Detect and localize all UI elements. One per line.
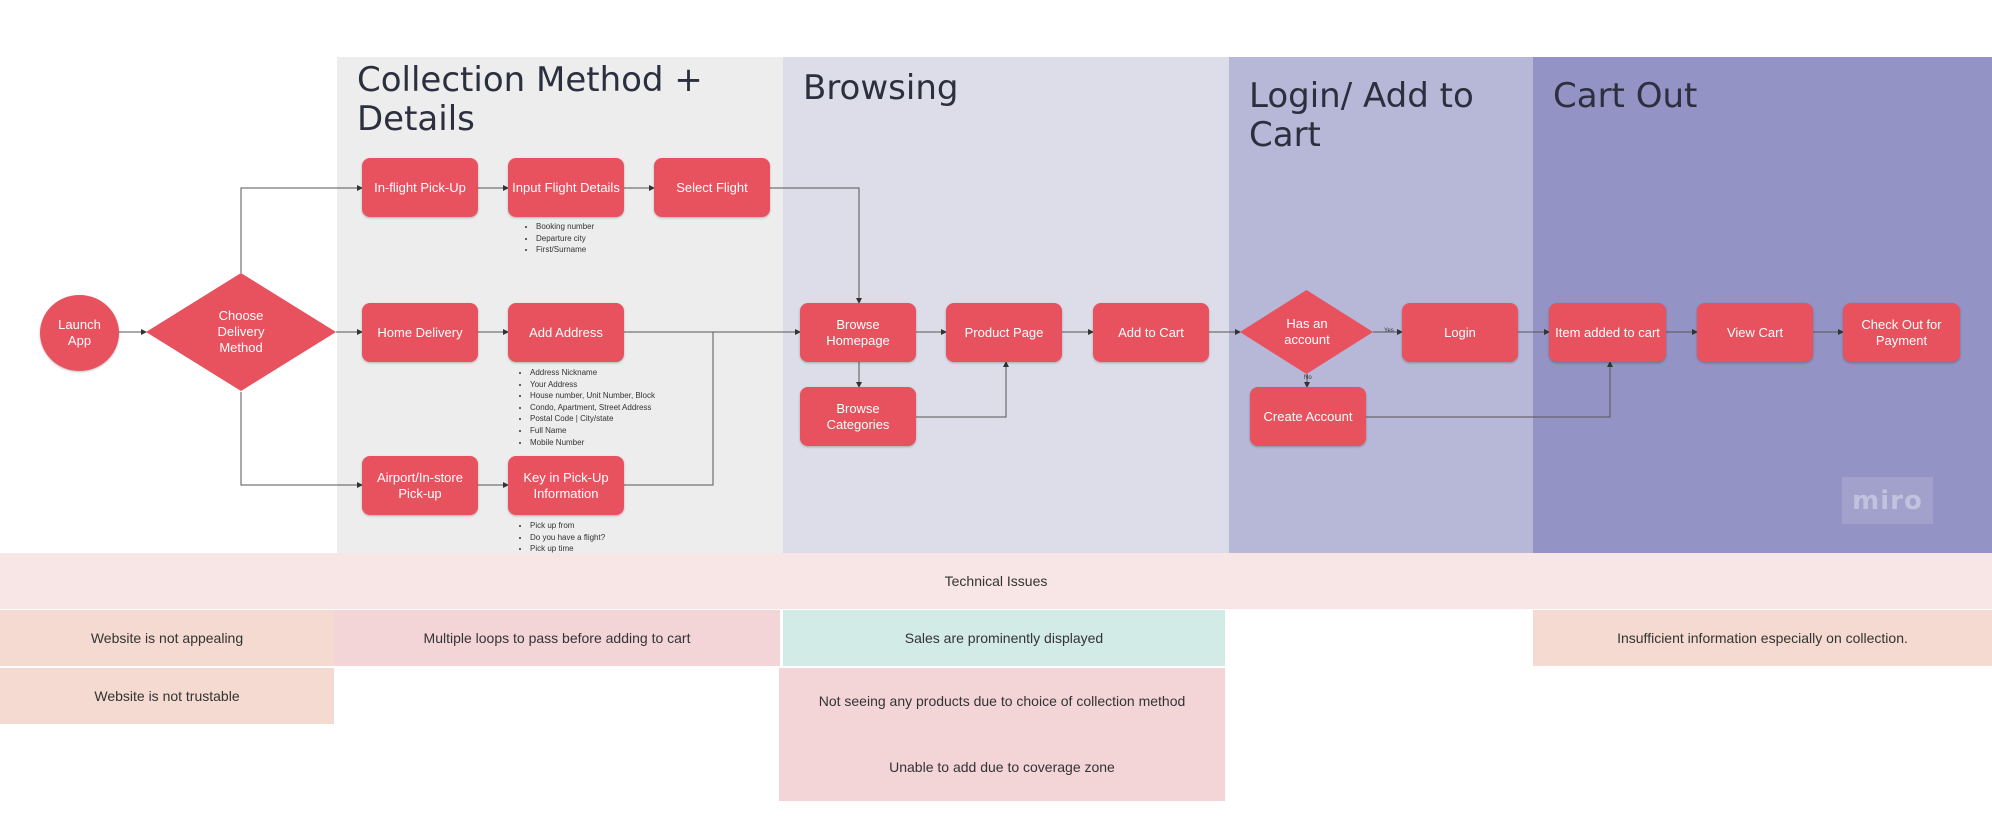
list-item: House number, Unit Number, Block (530, 390, 655, 402)
has-account-label: Has an account (1284, 316, 1330, 347)
pickup-notes: Pick up from Do you have a flight? Pick … (514, 520, 605, 555)
choose-delivery-diamond[interactable] (146, 273, 336, 391)
list-item: Booking number (536, 221, 594, 233)
browse-categories-node[interactable]: Browse Categories (800, 387, 916, 446)
list-item: Departure city (536, 233, 594, 245)
coverage-zone-band: Unable to add due to coverage zone (779, 734, 1225, 801)
list-item: Address Nickname (530, 367, 655, 379)
insufficient-info-band: Insufficient information especially on c… (1533, 610, 1992, 666)
lane-title: Browsing (803, 68, 959, 108)
multiple-loops-band: Multiple loops to pass before adding to … (334, 610, 780, 666)
miro-watermark: miro (1842, 477, 1933, 524)
choose-delivery-label: Choose Delivery Method (217, 308, 265, 355)
view-cart-node[interactable]: View Cart (1697, 303, 1813, 362)
edge-choose-inflight (240, 185, 363, 273)
lane-title: Cart Out (1553, 76, 1698, 116)
key-in-pickup-node[interactable]: Key in Pick-Up Information (508, 456, 624, 515)
sales-displayed-band: Sales are prominently displayed (783, 610, 1225, 666)
edge-categories-product (916, 361, 1009, 418)
edge-label-yes: Yes (1384, 328, 1394, 334)
list-item: First/Surname (536, 244, 594, 256)
list-item: Pick up from (530, 520, 605, 532)
not-trustable-band: Website is not trustable (0, 668, 334, 724)
list-item: Condo, Apartment, Street Address (530, 402, 655, 414)
technical-issues-band: Technical Issues (0, 553, 1992, 609)
add-to-cart-node[interactable]: Add to Cart (1093, 303, 1209, 362)
launch-app-node[interactable]: Launch App (40, 295, 119, 371)
list-item: Mobile Number (530, 437, 655, 449)
list-item: Do you have a flight? (530, 532, 605, 544)
inflight-pickup-node[interactable]: In-flight Pick-Up (362, 158, 478, 217)
edge-label-no: No (1304, 375, 1312, 381)
create-account-node[interactable]: Create Account (1250, 387, 1366, 446)
no-products-band: Not seeing any products due to choice of… (779, 668, 1225, 734)
not-appealing-band: Website is not appealing (0, 610, 334, 666)
edge-create-itemadded (1366, 361, 1613, 418)
add-address-node[interactable]: Add Address (508, 303, 624, 362)
list-item: Your Address (530, 379, 655, 391)
edge-select-browse (770, 187, 862, 304)
login-node[interactable]: Login (1402, 303, 1518, 362)
address-notes: Address Nickname Your Address House numb… (514, 367, 655, 448)
list-item: Postal Code | City/state (530, 413, 655, 425)
list-item: Pick up time (530, 543, 605, 555)
edge-keyin-browse (624, 332, 714, 486)
lane-title: Login/ Add to Cart (1249, 76, 1474, 155)
lane-title: Collection Method + Details (357, 60, 703, 139)
checkout-node[interactable]: Check Out for Payment (1843, 303, 1960, 362)
edge-choose-airport (240, 392, 363, 488)
flight-details-notes: Booking number Departure city First/Surn… (520, 221, 594, 256)
select-flight-node[interactable]: Select Flight (654, 158, 770, 217)
has-account-diamond[interactable] (1240, 290, 1373, 374)
list-item: Full Name (530, 425, 655, 437)
input-flight-details-node[interactable]: Input Flight Details (508, 158, 624, 217)
product-page-node[interactable]: Product Page (946, 303, 1062, 362)
browse-homepage-node[interactable]: Browse Homepage (800, 303, 916, 362)
item-added-node[interactable]: Item added to cart (1549, 303, 1666, 362)
home-delivery-node[interactable]: Home Delivery (362, 303, 478, 362)
airport-pickup-node[interactable]: Airport/In-store Pick-up (362, 456, 478, 515)
